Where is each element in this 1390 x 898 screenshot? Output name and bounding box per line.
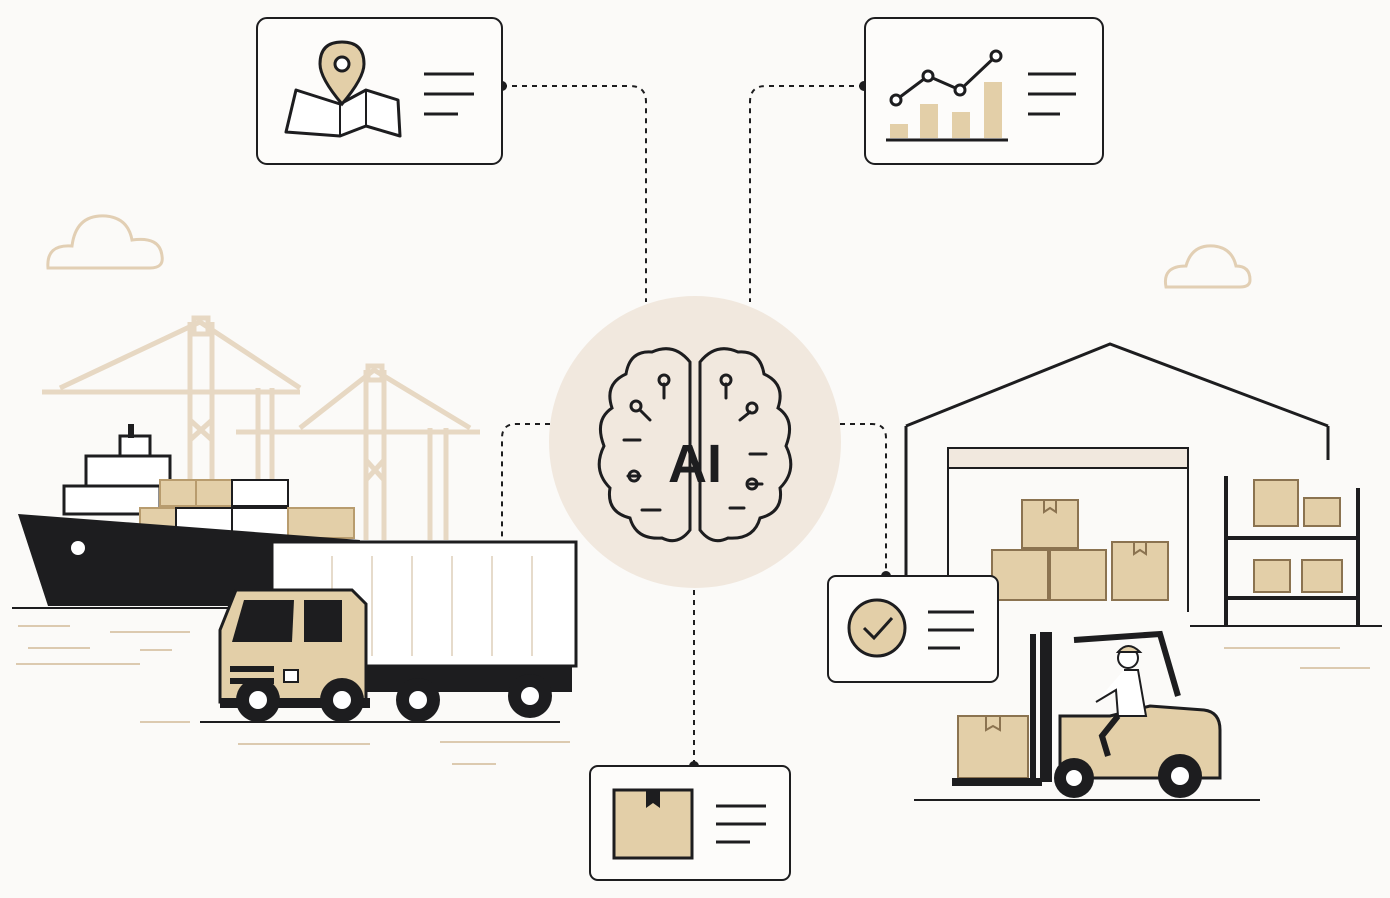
port-cranes [42,315,480,540]
cloud-left-icon [46,214,164,270]
text-lines-icon [716,804,766,844]
text-lines-icon [424,72,474,116]
connector-map [502,85,647,302]
ship-containers [139,479,355,539]
delivery-truck [140,540,578,765]
map-pin-icon [284,40,402,138]
map-card[interactable] [256,17,503,165]
warehouse [904,342,1382,669]
connector-analytics [749,85,864,302]
ai-label: AI [668,434,722,494]
connector-lines [501,85,887,766]
check-card[interactable] [827,575,999,683]
forklift [914,630,1260,801]
ai-hub: AI [549,296,841,588]
bar-line-chart-icon [886,49,1008,142]
cloud-right-icon [1163,244,1252,289]
connector-truck [501,423,590,540]
text-lines-icon [928,610,974,650]
connector-warehouse [800,423,887,576]
package-card[interactable] [589,765,791,881]
analytics-card[interactable] [864,17,1104,165]
text-lines-icon [1028,72,1076,116]
cargo-ship [12,424,360,665]
check-circle-icon [847,598,907,658]
warehouse-boxes [991,499,1169,601]
package-icon [612,788,694,860]
brain-icon [597,347,793,543]
